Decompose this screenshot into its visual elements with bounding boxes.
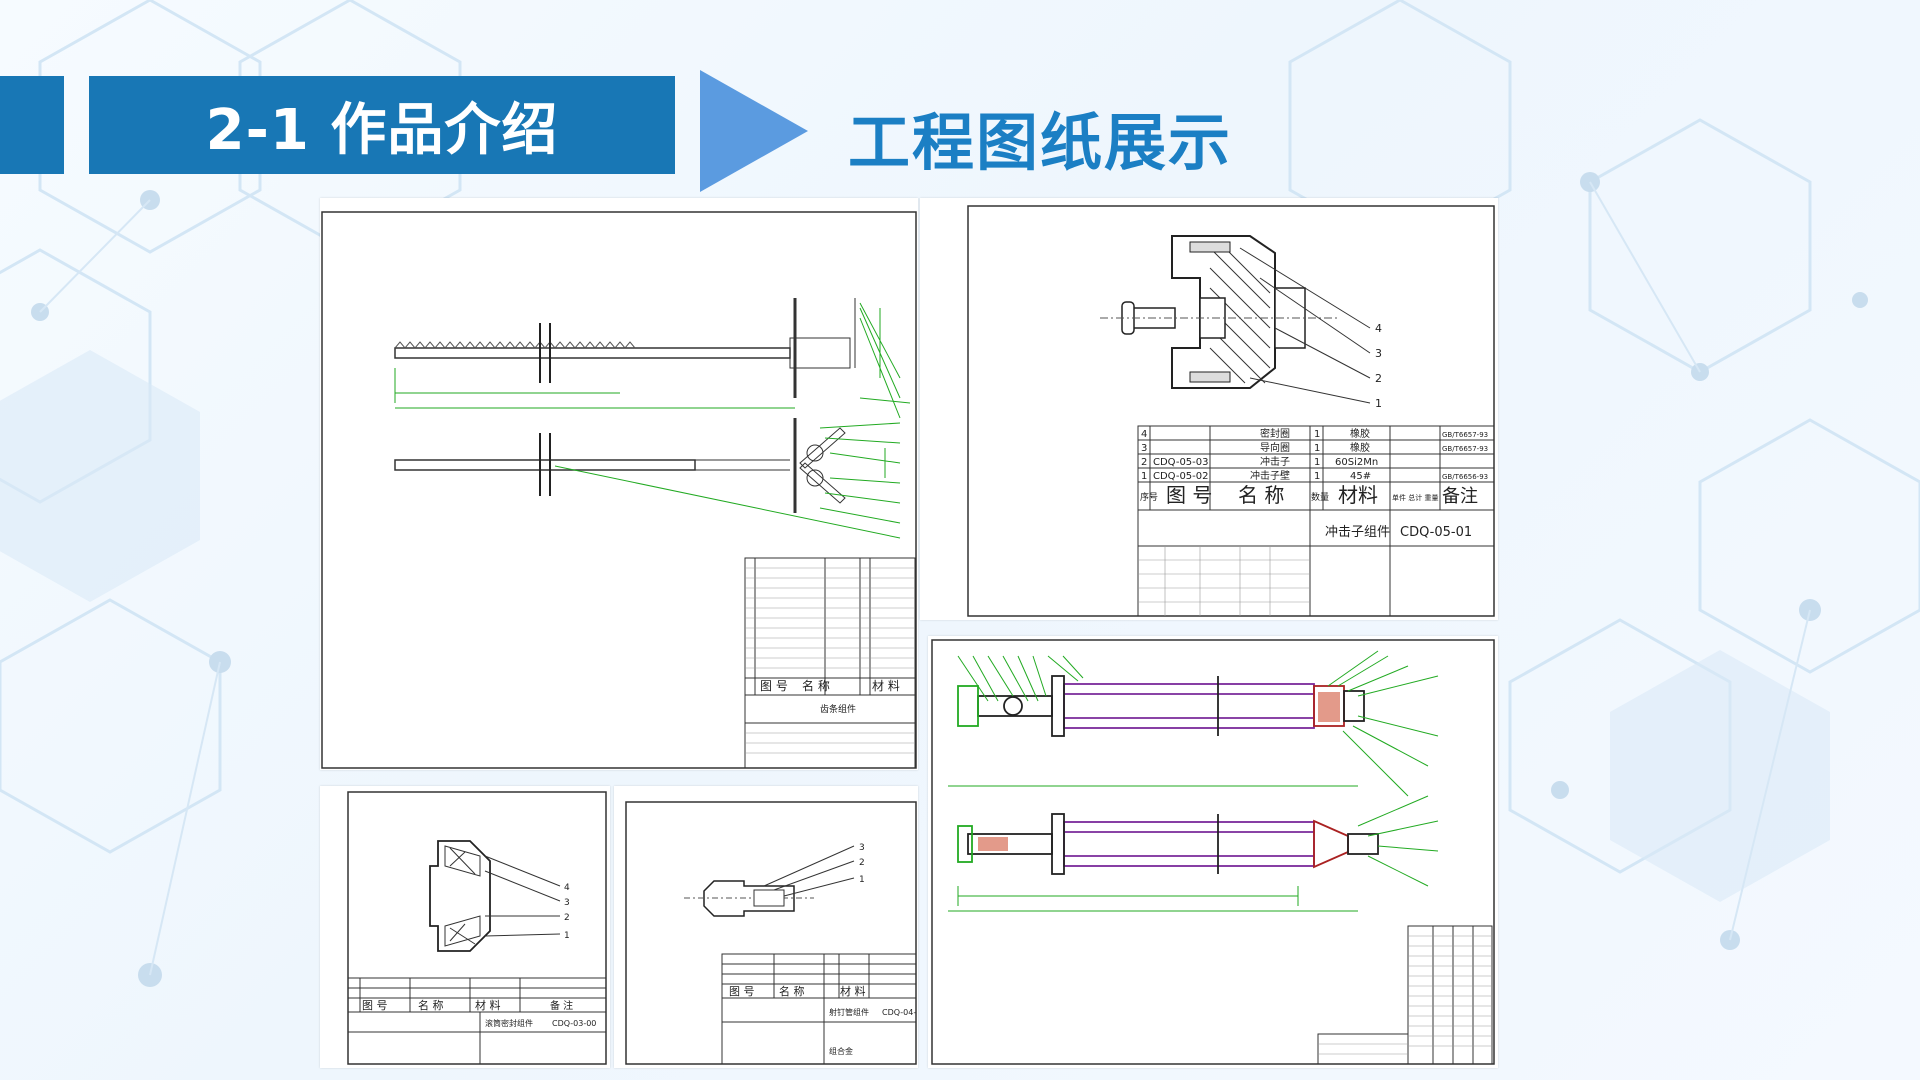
bom-qty: 1 (1314, 429, 1320, 440)
assembly-name: 射钉管组件 (829, 1007, 869, 1017)
callout-label: 1 (859, 875, 865, 885)
section-title-box: 2-1 作品介绍 (89, 76, 675, 174)
assembly-code: CDQ-03-00 (552, 1019, 596, 1028)
bom-no: 2 (1141, 457, 1147, 468)
bom-header-qty: 数量 (1311, 491, 1329, 503)
table-col-name: 名 称 (802, 678, 830, 693)
assembly-name: 冲击子组件 (1325, 525, 1390, 540)
section-title: 2-1 作品介绍 (205, 97, 559, 163)
drawing-impact-assembly: 4 3 2 1 (920, 198, 1498, 620)
bom-header-name: 名 称 (1238, 483, 1284, 507)
assembly-name: 滚筒密封组件 (485, 1018, 533, 1028)
bom-material: 60Si2Mn (1335, 457, 1378, 468)
bom-code: CDQ-05-03 (1153, 457, 1209, 468)
bom-no: 1 (1141, 471, 1147, 482)
callout-label: 1 (1375, 397, 1382, 410)
drawing-drum-seal-assembly: 4 3 2 1 图 号 名 称 材 料 备 注 滚筒密封组件 CDQ-03-00 (320, 786, 610, 1068)
callout-label: 2 (859, 858, 865, 868)
drawing-nail-tube-assembly: 3 2 1 图 号 名 称 材 料 射钉管组件 CDQ-04- 组合金 (614, 786, 918, 1068)
table-col-name: 名 称 (418, 998, 444, 1012)
table-col-name: 名 称 (779, 984, 805, 998)
callout-label: 4 (564, 883, 570, 893)
header-accent-bar (0, 76, 64, 174)
callout-label: 2 (1375, 372, 1382, 385)
bom-note: GB/T6657-93 (1442, 445, 1488, 453)
table-col-code: 图 号 (362, 999, 388, 1012)
callout-label: 3 (859, 843, 865, 853)
callout-label: 3 (564, 898, 570, 908)
drawing-full-assembly (928, 636, 1498, 1068)
bom-header-seq: 序号 (1140, 491, 1158, 503)
bom-name: 密封圈 (1260, 427, 1290, 440)
bom-header-weight: 单件 总计 重量 (1392, 493, 1438, 502)
bom-no: 3 (1141, 443, 1147, 454)
play-arrow-icon (700, 70, 808, 192)
table-col-material: 材 料 (840, 984, 866, 998)
table-col-code: 图 号 (729, 985, 755, 998)
bom-qty: 1 (1314, 457, 1320, 468)
bom-name: 冲击子壁 (1250, 469, 1290, 482)
bom-name: 导向圈 (1260, 441, 1290, 454)
assembly-name: 齿条组件 (820, 703, 856, 715)
table-col-material: 材 料 (872, 679, 900, 693)
bom-header-note: 备注 (1442, 486, 1478, 507)
callout-label: 3 (1375, 347, 1382, 360)
table-col-material: 材 料 (475, 998, 501, 1012)
page-subtitle: 工程图纸展示 (848, 106, 1233, 179)
bom-header-code: 图 号 (1166, 483, 1212, 507)
callout-label: 1 (564, 931, 570, 941)
bom-note: GB/T6656-93 (1442, 473, 1488, 481)
table-col-note: 备 注 (550, 999, 573, 1012)
bom-note: GB/T6657-93 (1442, 431, 1488, 439)
bom-material: 橡胶 (1350, 441, 1370, 454)
table-col-code: 图 号 (760, 679, 788, 693)
bom-header-material: 材料 (1338, 483, 1378, 507)
assembly-code: CDQ-05-01 (1400, 525, 1472, 540)
assembly-footer: 组合金 (829, 1046, 853, 1056)
callout-label: 2 (564, 913, 570, 923)
bom-qty: 1 (1314, 471, 1320, 482)
bom-qty: 1 (1314, 443, 1320, 454)
drawing-rack-assembly: 图 号 名 称 材 料 齿条组件 (320, 198, 918, 770)
assembly-code: CDQ-04- (882, 1008, 916, 1017)
bom-no: 4 (1141, 429, 1147, 440)
bom-name: 冲击子 (1260, 455, 1290, 468)
bom-code: CDQ-05-02 (1153, 471, 1209, 482)
bom-material: 橡胶 (1350, 427, 1370, 440)
bom-material: 45# (1350, 471, 1371, 482)
callout-label: 4 (1375, 322, 1382, 335)
